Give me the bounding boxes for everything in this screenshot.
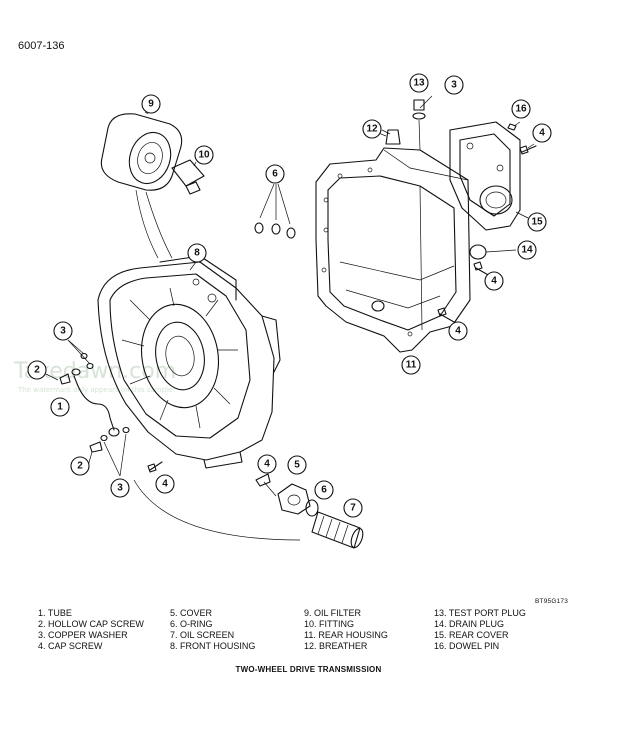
test-port-plug-part (412, 95, 433, 151)
svg-text:3: 3 (117, 483, 123, 494)
svg-text:8: 8 (194, 248, 200, 259)
cover-part (255, 473, 311, 515)
legend-item: 6. O-RING (170, 619, 213, 629)
callout-2-upper: 2 (27, 360, 47, 380)
legend-item: 1. TUBE (38, 608, 72, 618)
legend-item: 15. REAR COVER (434, 630, 509, 640)
legend-item: 5. COVER (170, 608, 213, 618)
callout-16: 16 (511, 99, 531, 119)
callout-8: 8 (187, 243, 207, 263)
exploded-view-diagram: Takedawn.com The watermark only appears … (13, 73, 552, 549)
legend-item: 8. FRONT HOUSING (170, 641, 256, 651)
callout-3-left: 3 (53, 321, 73, 341)
document-id: 6007-136 (18, 40, 65, 52)
watermark-subtext: The watermark only appears on this sampl… (17, 386, 172, 394)
fitting-part (171, 159, 205, 195)
svg-text:7: 7 (350, 503, 356, 514)
svg-text:12: 12 (366, 124, 378, 135)
callout-12: 12 (362, 119, 382, 139)
front-housing-part (97, 255, 281, 469)
svg-text:9: 9 (148, 99, 154, 110)
legend-item: 14. DRAIN PLUG (434, 619, 505, 629)
breather-part (381, 129, 401, 145)
svg-text:16: 16 (515, 104, 527, 115)
legend-column-4: 13. TEST PORT PLUG 14. DRAIN PLUG 15. RE… (434, 608, 526, 652)
legend-item: 4. CAP SCREW (38, 641, 103, 651)
svg-text:6: 6 (272, 169, 278, 180)
svg-text:11: 11 (406, 360, 417, 371)
legend-item: 7. OIL SCREEN (170, 630, 235, 640)
svg-text:4: 4 (491, 276, 497, 287)
rear-cover-part (449, 121, 521, 231)
callout-2-lower: 2 (70, 456, 90, 476)
callout-3-top: 3 (444, 75, 464, 95)
drain-plug-part (469, 244, 517, 260)
legend-column-1: 1. TUBE 2. HOLLOW CAP SCREW 3. COPPER WA… (38, 608, 144, 652)
legend-column-2: 5. COVER 6. O-RING 7. OIL SCREEN 8. FRON… (170, 608, 255, 652)
legend-item: 3. COPPER WASHER (38, 630, 128, 640)
svg-text:15: 15 (531, 217, 543, 228)
svg-text:3: 3 (60, 326, 66, 337)
svg-text:10: 10 (198, 150, 210, 161)
svg-text:4: 4 (539, 128, 545, 139)
o-rings-part (254, 183, 296, 239)
callout-14: 14 (517, 240, 537, 260)
svg-text:5: 5 (294, 460, 300, 471)
svg-text:3: 3 (451, 80, 457, 91)
rear-housing-part (315, 147, 471, 353)
dowel-pin-part (507, 123, 517, 131)
oil-screen-part (311, 511, 364, 549)
svg-text:4: 4 (455, 326, 461, 337)
legend-item: 2. HOLLOW CAP SCREW (38, 619, 144, 629)
rear-housing-cap-screw-a (473, 261, 491, 277)
callout-5: 5 (287, 455, 307, 475)
svg-text:6: 6 (321, 485, 327, 496)
svg-text:14: 14 (521, 245, 533, 256)
front-housing-cap-screw (147, 461, 163, 473)
legend-item: 11. REAR HOUSING (304, 630, 388, 640)
rear-housing-cap-screw-b (437, 307, 455, 323)
callout-6-top: 6 (265, 164, 285, 184)
callout-4-rear-housing-b: 4 (448, 321, 468, 341)
figure-caption: TWO-WHEEL DRIVE TRANSMISSION (235, 665, 382, 674)
legend-item: 10. FITTING (304, 619, 355, 629)
callout-11: 11 (401, 355, 421, 375)
screen-o-ring-part (305, 499, 319, 517)
figure-code: BT95G173 (535, 598, 569, 605)
legend-item: 12. BREATHER (304, 641, 368, 651)
legend-item: 9. OIL FILTER (304, 608, 362, 618)
svg-text:4: 4 (162, 479, 168, 490)
callout-15: 15 (527, 212, 547, 232)
callout-9: 9 (141, 94, 161, 114)
svg-text:2: 2 (34, 365, 40, 376)
oil-filter-part (100, 113, 183, 191)
svg-text:1: 1 (57, 402, 63, 413)
legend-item: 13. TEST PORT PLUG (434, 608, 526, 618)
callout-6-lower: 6 (314, 480, 334, 500)
legend-column-3: 9. OIL FILTER 10. FITTING 11. REAR HOUSI… (304, 608, 388, 652)
svg-text:4: 4 (264, 459, 270, 470)
callout-13: 13 (409, 73, 429, 93)
callout-1: 1 (50, 397, 70, 417)
callout-4-front-housing: 4 (155, 474, 175, 494)
callout-10: 10 (194, 145, 214, 165)
callout-7: 7 (343, 498, 363, 518)
svg-text:13: 13 (413, 78, 425, 89)
callout-4-cover: 4 (257, 454, 277, 474)
callout-4-rear-housing-a: 4 (484, 271, 504, 291)
svg-text:2: 2 (77, 461, 83, 472)
legend-item: 16. DOWEL PIN (434, 641, 500, 651)
rear-cover-cap-screw-part (519, 145, 537, 155)
callout-3-lower: 3 (110, 478, 130, 498)
tube-assembly-part (59, 339, 130, 477)
callout-4-rear-cover: 4 (532, 123, 552, 143)
